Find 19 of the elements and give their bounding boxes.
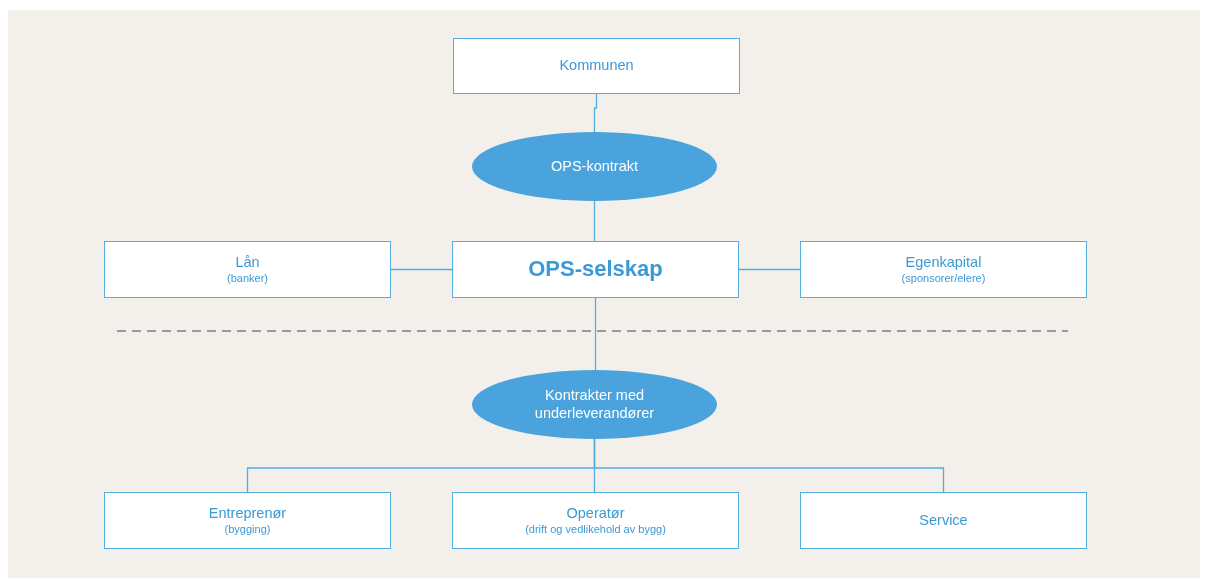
node-label: Egenkapital	[905, 254, 982, 272]
node-label: Kontrakter med underleverandører	[533, 387, 656, 422]
node-sublabel: (bygging)	[224, 522, 271, 536]
node-label: Entreprenør	[208, 505, 287, 523]
connector-line	[594, 297, 597, 371]
node-sublabel: (banker)	[227, 271, 268, 285]
node-sublabel: (sponsorer/elere)	[901, 271, 986, 285]
connector-line	[593, 438, 945, 493]
node-label: OPS-kontrakt	[551, 157, 638, 176]
node-label: Operatør	[566, 505, 625, 523]
connector-line	[390, 268, 453, 271]
node-label: Lån	[235, 254, 260, 272]
connector-line	[738, 268, 801, 271]
connector-line	[593, 93, 598, 133]
node-label: OPS-selskap	[528, 256, 663, 283]
node-sublabel: (drift og vedlikehold av bygg)	[525, 522, 666, 536]
node-label: Service	[919, 511, 968, 530]
connector-line	[593, 200, 596, 242]
node-label: Kommunen	[559, 57, 634, 75]
